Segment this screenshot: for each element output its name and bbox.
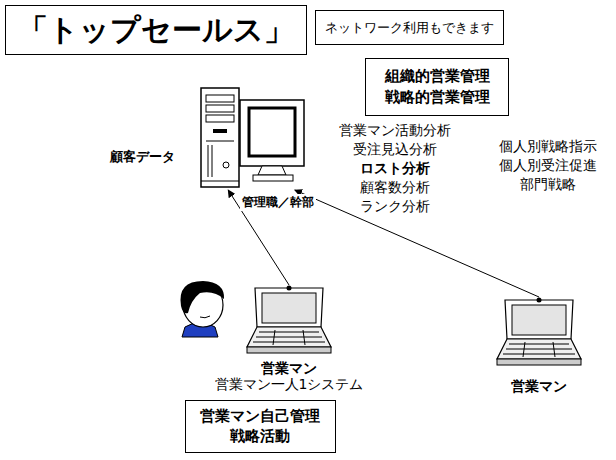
desktop-computer-art-part (213, 129, 227, 133)
desktop-computer-art-part (240, 100, 304, 166)
title-box: 「トップセールス」 (5, 5, 307, 55)
laptop-computer-art-part (303, 330, 305, 345)
self-management-box: 営業マン自己管理 戦略活動 (185, 400, 336, 453)
desktop-computer-art (198, 85, 308, 190)
desktop-computer-art-part (223, 162, 229, 168)
node-text: 組織的営業管理 戦略的営業管理 (380, 66, 494, 108)
desktop-computer: 顧客データ管理職／幹部 (198, 85, 308, 190)
management-box: 組織的営業管理 戦略的営業管理 (365, 58, 509, 116)
laptop-computer-art-part (503, 354, 575, 355)
analysis-label: 顧客数分析 (360, 179, 430, 196)
analysis-label: 個人別戦略指示 (499, 138, 597, 155)
laptop-computer-art-part (287, 286, 292, 291)
desktop-computer-art-part (206, 115, 234, 122)
node-text: 営業マン自己管理 戦略活動 (198, 406, 323, 447)
desktop-computer-art-part (201, 88, 239, 187)
desktop-computer-art-part (253, 175, 293, 181)
analysis-label: 営業マン活動分析 (339, 122, 451, 139)
laptop-computer-art-part (506, 349, 572, 350)
laptop-computer-art-part (262, 293, 316, 323)
laptop-computer-art-part (259, 332, 319, 333)
title-text: 「トップセールス」 (18, 8, 294, 52)
laptop-computer-art-part (505, 300, 573, 339)
laptop-computer-art-part (253, 342, 325, 343)
laptop-computer-art (245, 285, 333, 357)
desktop-computer-art-part (208, 145, 209, 177)
analysis-label: 部門戦略 (520, 176, 576, 193)
laptop-computer-art-part (553, 342, 555, 357)
analysis-label: ランク分析 (360, 198, 430, 215)
laptop-computer-art-part (247, 327, 331, 347)
laptop-computer-art-part (247, 347, 331, 353)
laptop-computer: 営業マン (495, 297, 583, 367)
laptop-computer-art-part (512, 305, 566, 335)
desktop-computer-art-part (206, 95, 234, 102)
laptop-computer-art (495, 297, 583, 367)
laptop-computer-art-part (509, 344, 569, 345)
desktop-computer-art-part (249, 108, 295, 156)
person-mouth (200, 316, 210, 318)
laptop-computer-art-part (497, 359, 581, 365)
note-box: ネットワーク利用もできます (315, 10, 504, 45)
connector-arrow (295, 190, 539, 297)
node-text: 管理職／幹部 (240, 194, 316, 211)
node-text: ネットワーク利用もできます (325, 19, 494, 36)
node-text: 顧客データ (110, 148, 175, 166)
desktop-computer-art-part (206, 141, 234, 142)
analysis-label: ロスト分析 (360, 160, 430, 177)
person-hair (180, 281, 224, 313)
desktop-computer-art-part (206, 105, 234, 112)
node-text: 営業マン (511, 378, 567, 396)
node-text: 営業マン一人1システム (215, 376, 364, 394)
laptop-computer-art-part (523, 342, 525, 357)
desktop-computer-art-part (201, 181, 239, 182)
analysis-label: 受注見込分析 (353, 141, 437, 158)
laptop-computer-art-part (497, 339, 581, 359)
laptop-computer: 営業マン営業マン一人1システム (245, 285, 333, 357)
laptop-computer-art-part (537, 298, 542, 303)
laptop-computer-art-part (256, 337, 322, 338)
laptop-computer-art-part (273, 330, 275, 345)
analysis-label: 個人別受注促進 (499, 157, 597, 174)
desktop-computer-art-part (212, 145, 213, 177)
laptop-computer-art-part (255, 288, 323, 327)
desktop-computer-art-part (258, 166, 286, 175)
node-text: 営業マン (261, 360, 317, 378)
